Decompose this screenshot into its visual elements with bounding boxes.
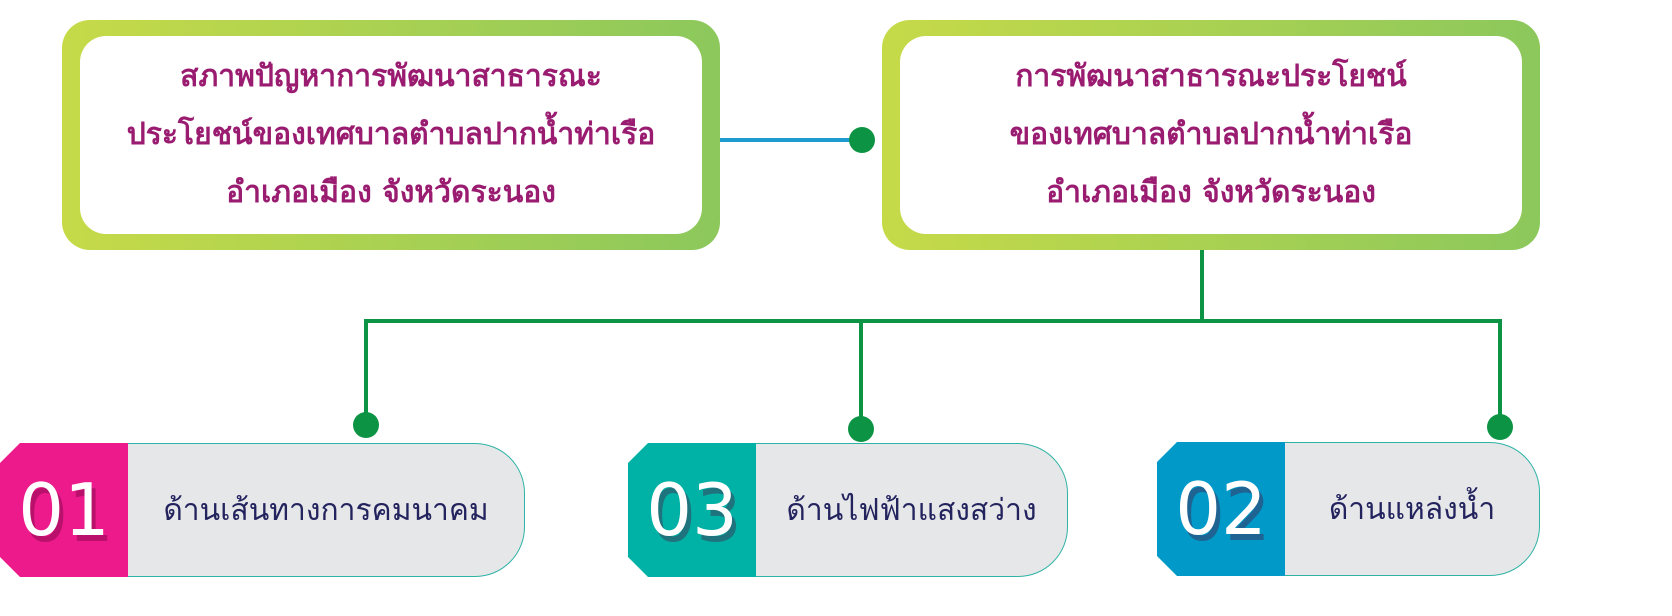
- category-card-01: 01 ด้านเส้นทางการคมนาคม: [0, 443, 525, 577]
- drop-dot-2: [848, 416, 874, 442]
- category-number: 02: [1157, 442, 1285, 576]
- drop-line-1: [364, 319, 368, 419]
- category-label: ด้านแหล่งน้ำ: [1285, 442, 1540, 576]
- category-card-02: 02 ด้านแหล่งน้ำ: [1157, 442, 1540, 576]
- category-number: 01: [0, 443, 128, 577]
- category-label: ด้านไฟฟ้าแสงสว่าง: [756, 443, 1068, 577]
- drop-line-2: [859, 319, 863, 423]
- drop-dot-1: [353, 412, 379, 438]
- problem-line-1: สภาพปัญหาการพัฒนาสาธารณะ: [180, 59, 602, 94]
- drop-line-3: [1498, 319, 1502, 421]
- problem-line-2: ประโยชน์ของเทศบาลตำบลปากน้ำท่าเรือ: [126, 117, 656, 152]
- category-number: 03: [628, 443, 756, 577]
- problem-box: สภาพปัญหาการพัฒนาสาธารณะ ประโยชน์ของเทศบ…: [62, 20, 720, 250]
- development-line-1: การพัฒนาสาธารณะประโยชน์: [1015, 59, 1407, 94]
- category-label: ด้านเส้นทางการคมนาคม: [128, 443, 525, 577]
- connector-line: [720, 138, 860, 142]
- problem-line-3: อำเภอเมือง จังหวัดระนอง: [226, 175, 556, 210]
- connector-dot: [849, 127, 875, 153]
- development-box: การพัฒนาสาธารณะประโยชน์ ของเทศบาลตำบลปาก…: [882, 20, 1540, 250]
- trunk-line: [1200, 250, 1204, 322]
- category-card-03: 03 ด้านไฟฟ้าแสงสว่าง: [628, 443, 1068, 577]
- branch-line: [364, 319, 1502, 323]
- drop-dot-3: [1487, 414, 1513, 440]
- development-line-2: ของเทศบาลตำบลปากน้ำท่าเรือ: [1009, 117, 1413, 152]
- development-line-3: อำเภอเมือง จังหวัดระนอง: [1046, 175, 1376, 210]
